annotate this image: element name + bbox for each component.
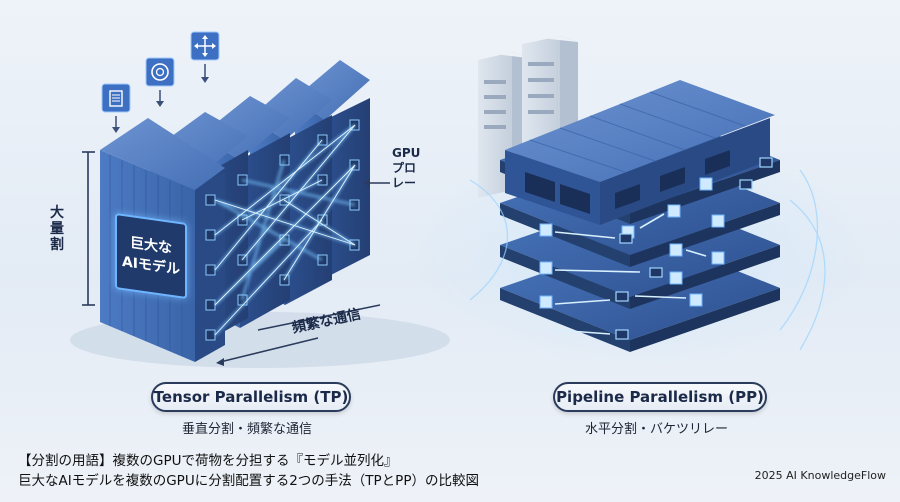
communication-lines <box>214 124 356 336</box>
tp-subtitle: 垂直分割・頻繁な通信 <box>182 422 313 437</box>
document-icon <box>101 83 131 133</box>
pipeline-cubes <box>539 177 725 309</box>
comm-arrow <box>219 304 381 363</box>
warehouse-building <box>505 80 775 225</box>
tp-title-pill: Tensor Parallelism (TP) <box>151 382 351 412</box>
gpu-label-line-2: プロ <box>392 161 417 175</box>
tensor-parallel-illustration <box>70 31 450 368</box>
scale-label: 大 量 割 <box>48 205 66 253</box>
energy-ribbons <box>469 169 826 351</box>
credit-text: 2025 AI KnowledgeFlow <box>754 469 886 482</box>
pipeline-flow-arrows <box>554 213 707 335</box>
pp-title-pill: Pipeline Parallelism (PP) <box>553 382 767 412</box>
gpu-label-line-3: レー <box>392 176 417 190</box>
scale-label-char-1: 大 <box>50 205 64 221</box>
pipeline-parallel-illustration <box>410 36 870 370</box>
pipeline-chips <box>615 157 773 340</box>
footer-line-2: 巨大なAIモデルを複数のGPUに分割配置する2つの手法（TPとPP）の比較図 <box>18 473 479 489</box>
move-arrows-icon <box>190 31 220 83</box>
gpu-label-pointer <box>364 179 390 187</box>
pp-subtitle: 水平分割・バケツリレー <box>585 422 729 437</box>
comm-arrow-head <box>216 358 224 366</box>
gpu-label: GPU プロ レー <box>392 146 420 191</box>
scale-label-char-3: 割 <box>50 237 64 253</box>
scale-bracket <box>82 151 95 306</box>
footer-line-1: 【分割の用語】複数のGPUで荷物を分担する『モデル並列化』 <box>18 453 398 469</box>
ai-model-box: 巨大な AIモデル <box>115 212 187 300</box>
gpu-label-line-1: GPU <box>392 146 421 160</box>
scale-label-char-2: 量 <box>50 221 64 237</box>
openai-logo-icon <box>145 57 175 107</box>
